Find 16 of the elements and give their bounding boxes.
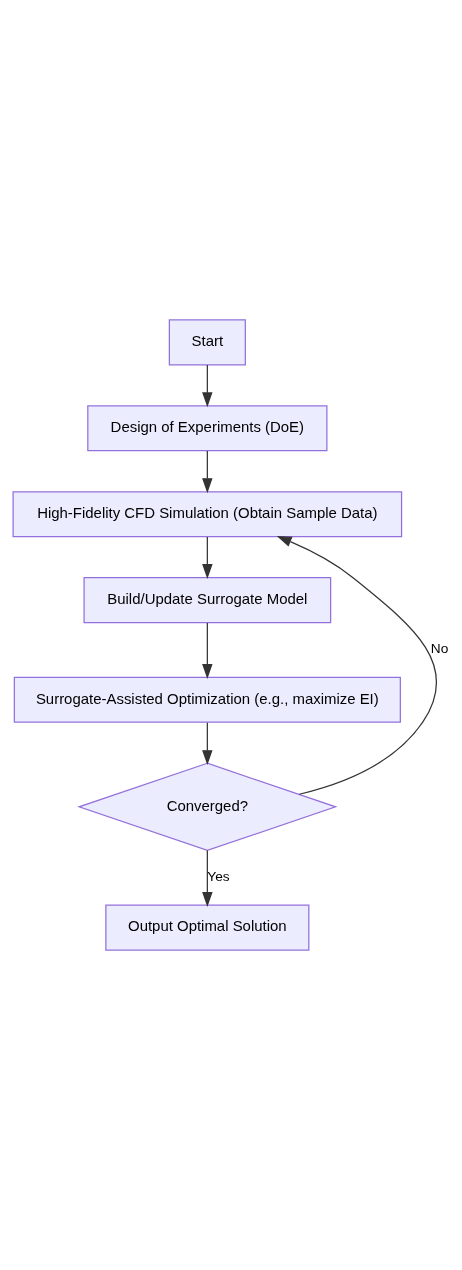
- arrow: [202, 622, 213, 679]
- arrow: [276, 536, 438, 795]
- arrow: [202, 450, 213, 494]
- node-box: High-Fidelity CFD Simulation (Obtain Sample Data): [12, 491, 403, 538]
- arrow: [202, 536, 213, 580]
- node-diamond: Converged?: [77, 762, 338, 852]
- arrow: [202, 364, 213, 408]
- arrow: [202, 849, 213, 908]
- node-box: Start: [168, 319, 246, 366]
- edge-label: Yes: [207, 869, 230, 885]
- node-box: Build/Update Surrogate Model: [83, 577, 332, 624]
- node-box: Design of Experiments (DoE): [87, 405, 328, 452]
- node-box: Output Optimal Solution: [105, 904, 310, 951]
- node-box: Surrogate-Assisted Optimization (e.g., maximize EI): [13, 676, 401, 723]
- arrow: [202, 722, 213, 766]
- edge-label: No: [430, 641, 449, 657]
